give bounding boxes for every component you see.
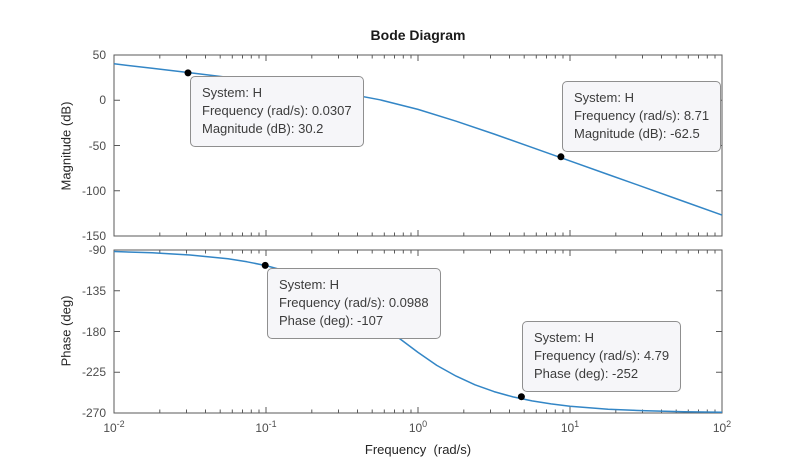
x-tick-label: 101 bbox=[560, 419, 580, 435]
phase-y-tick-label: -225 bbox=[81, 365, 106, 379]
x-tick-label: 100 bbox=[408, 419, 428, 435]
datatip-marker[interactable] bbox=[557, 153, 565, 161]
magnitude-axis-ticks bbox=[113, 54, 723, 237]
datatip-marker[interactable] bbox=[184, 69, 192, 77]
x-tick-label: 10-1 bbox=[255, 419, 277, 435]
datatip-line: Frequency (rad/s): 4.79 bbox=[534, 348, 670, 363]
phase-y-tick-label: -90 bbox=[88, 243, 106, 257]
datatip-line: Frequency (rad/s): 0.0307 bbox=[202, 103, 352, 118]
datatip-line: Frequency (rad/s): 0.0988 bbox=[279, 295, 429, 310]
datatip-marker[interactable] bbox=[517, 393, 525, 401]
datatip-marker[interactable] bbox=[261, 261, 269, 269]
datatip-line: Phase (deg): -107 bbox=[279, 313, 384, 328]
datatip-line: System: H bbox=[202, 85, 262, 100]
magnitude-y-tick-label: -50 bbox=[88, 139, 106, 153]
phase-y-tick-label: -270 bbox=[81, 406, 106, 420]
datatip-line: Phase (deg): -252 bbox=[534, 366, 639, 381]
chart-title: Bode Diagram bbox=[370, 27, 466, 43]
datatip-line: Frequency (rad/s): 8.71 bbox=[574, 108, 710, 123]
phase-y-tick-label: -180 bbox=[81, 325, 106, 339]
magnitude-curve[interactable] bbox=[113, 63, 723, 216]
datatip-line: System: H bbox=[279, 277, 339, 292]
magnitude-y-tick-label: -150 bbox=[81, 229, 106, 243]
datatip-line: Magnitude (dB): -62.5 bbox=[574, 126, 700, 141]
x-tick-label: 10-2 bbox=[103, 419, 125, 435]
magnitude-y-tick-label: -100 bbox=[81, 184, 106, 198]
datatip-line: Magnitude (dB): 30.2 bbox=[202, 121, 324, 136]
x-tick-label: 102 bbox=[712, 419, 732, 435]
phase-y-tick-label: -135 bbox=[81, 284, 106, 298]
phase-curve[interactable] bbox=[113, 250, 723, 414]
magnitude-y-tick-label: 0 bbox=[99, 93, 106, 107]
frequency-axis-label: Frequency (rad/s) bbox=[364, 442, 472, 457]
datatip-line: System: H bbox=[574, 90, 634, 105]
datatip-line: System: H bbox=[534, 330, 594, 345]
magnitude-y-tick-label: 50 bbox=[92, 48, 106, 62]
